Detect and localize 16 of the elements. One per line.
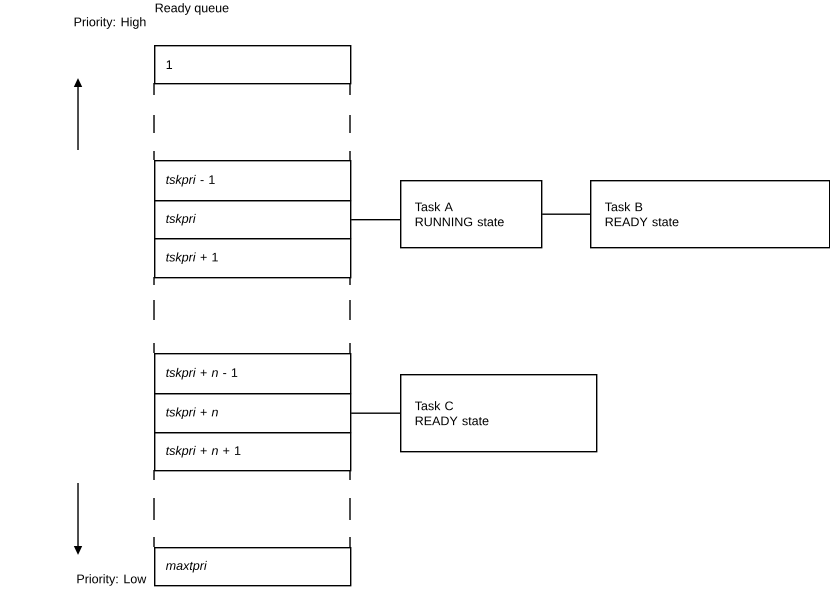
- connector-line: [351, 412, 400, 414]
- queue-row: tskpri + n - 1: [154, 353, 352, 394]
- connector-line: [542, 214, 590, 215]
- queue-row: tskpri + 1: [154, 238, 352, 278]
- queue-row: maxtpri: [154, 547, 352, 586]
- queue-title: Ready queue: [156, 3, 228, 15]
- task-box: Task A RUNNING state: [400, 180, 542, 248]
- task-box: Task C READY state: [400, 374, 598, 452]
- queue-row: tskpri + n + 1: [154, 432, 352, 472]
- queue-row: 1: [154, 45, 352, 84]
- connector-line: [351, 219, 400, 220]
- queue-row: tskpri + n: [154, 393, 352, 434]
- priority-label: Priority: High: [74, 17, 146, 29]
- queue-row: tskpri - 1: [154, 160, 352, 202]
- queue-row: tskpri: [154, 200, 352, 240]
- task-box: Task B READY state: [590, 180, 830, 248]
